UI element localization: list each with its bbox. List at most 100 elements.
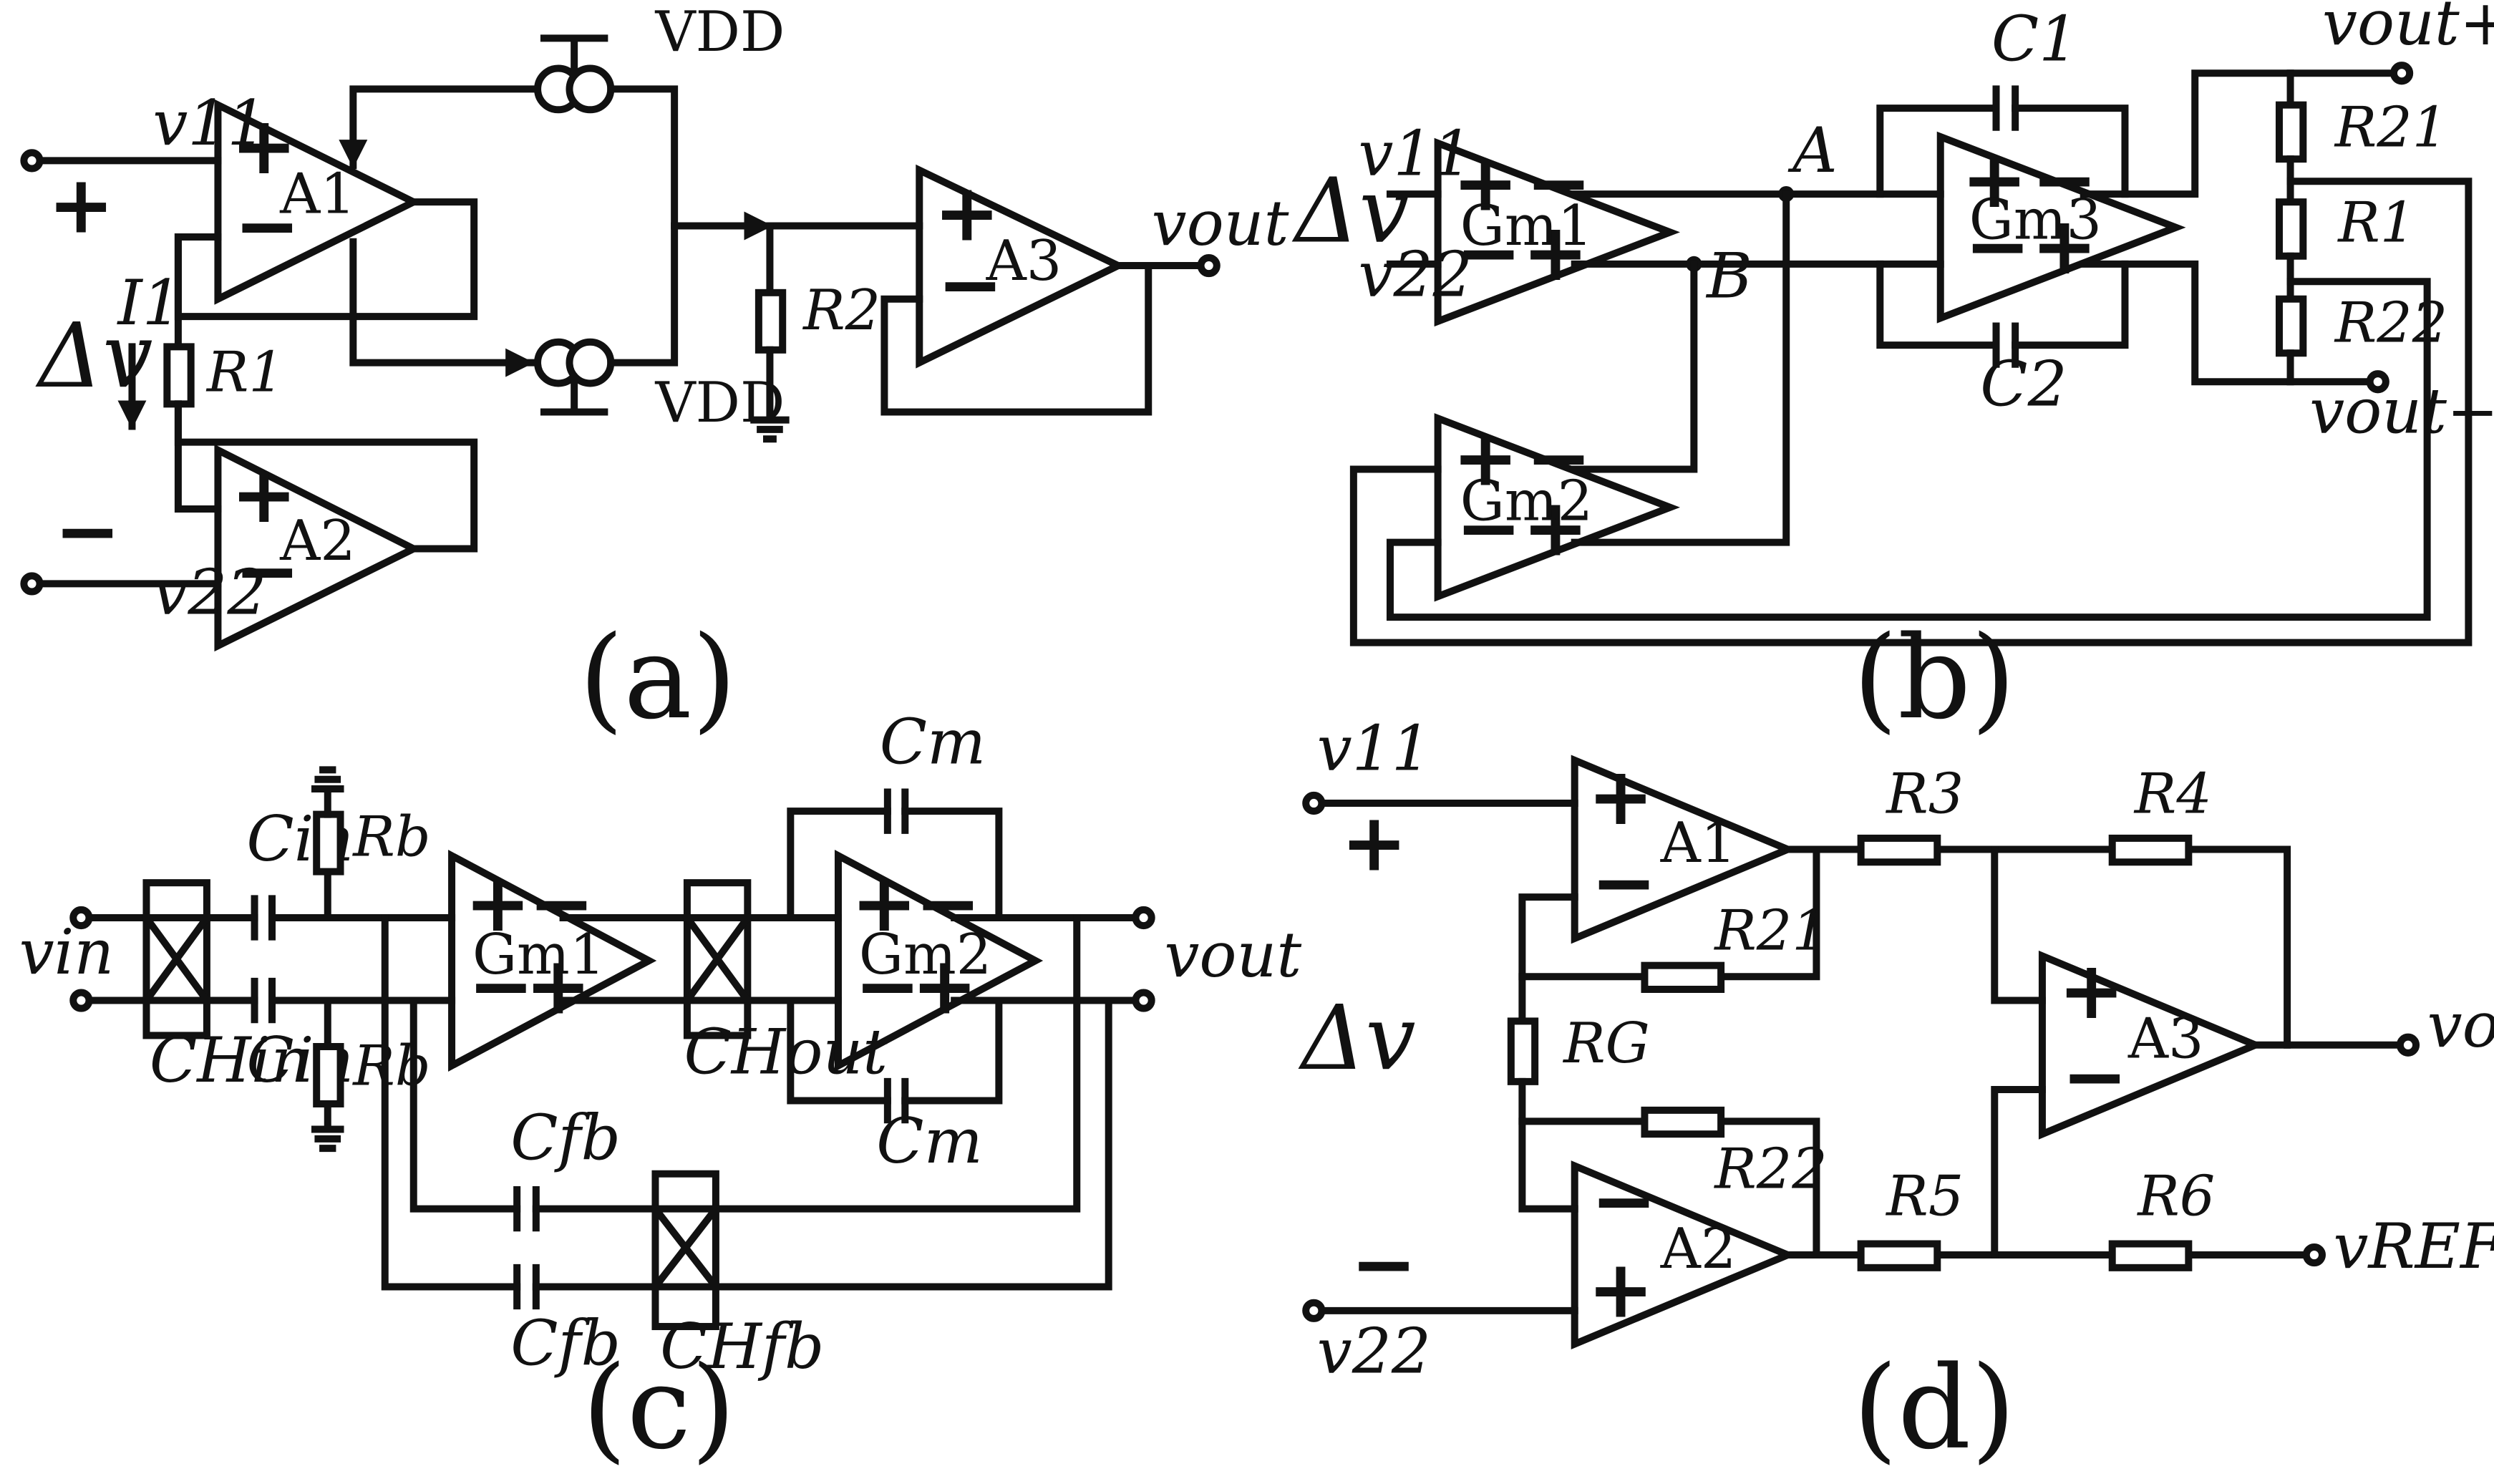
c1-label: C1 [1991, 4, 2078, 75]
vin-label: vin [19, 917, 114, 989]
output-terminal-vout-top [1132, 906, 1155, 930]
v22-label-d: v22 [1317, 1316, 1431, 1387]
vout-label: vout [1152, 188, 1289, 260]
a2-label: A2 [279, 509, 356, 573]
r21-label: R21 [2334, 95, 2447, 160]
r1-label-b: R1 [2337, 191, 2415, 256]
opamp-a1 [214, 99, 422, 305]
gm1c-minus-bottom: − [467, 940, 534, 1032]
gm2-amplifier-c [834, 850, 1044, 1072]
resistor-r21 [2275, 101, 2307, 163]
gm1-minus-top: − [1525, 137, 1592, 229]
vdd-top-label: VDD [654, 0, 785, 64]
gm1-label: Gm1 [1460, 194, 1593, 258]
rb-top-label: Rb [351, 805, 430, 869]
plus-label: + [48, 159, 115, 251]
gm2-label: Gm2 [1460, 470, 1593, 534]
a1d-minus-sign: − [1591, 837, 1657, 929]
gm1c-plus-bottom: + [525, 940, 591, 1032]
resistor-r1-b [2275, 198, 2307, 260]
gm1-plus-bottom: + [1522, 207, 1588, 299]
output-terminal-vout-plus [2389, 62, 2414, 85]
opamp-a3 [916, 164, 1127, 369]
v22-label-b: v22 [1359, 239, 1472, 311]
node-a-label: A [1787, 115, 1838, 187]
caption-b: (b) [1853, 611, 2016, 745]
gm3-plus-top: + [1961, 134, 2028, 226]
panel-d: + − A1 − + A2 + − A3 v11 + v22 − Δv RG R… [1298, 713, 2494, 1475]
a2-plus-sign: + [231, 449, 297, 541]
r3-label: R3 [1885, 762, 1964, 826]
a3-label-d: A3 [2127, 1007, 2204, 1072]
a1-label: A1 [279, 163, 356, 227]
a3d-minus-sign: − [2062, 1031, 2128, 1123]
gm2c-plus-bottom: + [911, 940, 978, 1032]
gm3-plus-bottom: + [2031, 200, 2097, 293]
a2d-plus-sign: + [1587, 1244, 1654, 1337]
a3-label: A3 [986, 229, 1062, 294]
vref-label: vREF [2334, 1211, 2494, 1283]
gm3-minus-top: − [2031, 134, 2097, 226]
chout-label: CHout [684, 1017, 888, 1089]
cfb-top-label: Cfb [510, 1103, 621, 1175]
caption-d: (d) [1853, 1342, 2016, 1475]
a3-plus-sign: + [933, 168, 1000, 260]
chopper-chout [683, 879, 752, 1039]
a1-minus-sign: − [234, 180, 301, 272]
delta-v-label-b: Δv [1291, 160, 1409, 263]
r5-label: R5 [1885, 1165, 1964, 1229]
minus-label-d: − [1350, 1218, 1417, 1311]
gm3-amplifier [1936, 131, 2186, 324]
gm2-plus-top: + [1452, 412, 1519, 505]
resistor-rb-bottom [313, 1042, 344, 1107]
a1d-plus-sign: + [1587, 751, 1654, 843]
gm2c-plus-top: + [851, 858, 918, 950]
v11-label: v11 [152, 88, 266, 160]
resistor-r22 [2275, 295, 2307, 357]
gm2c-minus-bottom: − [854, 940, 921, 1032]
gm2-amplifier [1434, 413, 1680, 602]
caption-a: (a) [579, 611, 737, 745]
resistor-r4 [2108, 834, 2193, 866]
r22-label-d: R22 [1713, 1138, 1827, 1202]
cm-bottom-label: Cm [876, 1106, 982, 1178]
node-b-label: B [1705, 241, 1752, 312]
resistor-rb-top [313, 810, 344, 876]
panel-b: + − − + Gm1 + − − + Gm2 + − − + Gm3 v11 … [1291, 0, 2494, 745]
v22-label: v22 [152, 558, 266, 629]
a1-label-d: A1 [1660, 811, 1737, 876]
vout-label-c: vout [1164, 920, 1301, 991]
gm2c-minus-top: − [915, 858, 981, 950]
vout-minus-label: vout− [2309, 376, 2494, 447]
gm2-plus-bottom: + [1522, 482, 1588, 574]
v11-label-b: v11 [1359, 118, 1472, 190]
output-terminal-vout-d [2396, 1033, 2420, 1057]
r1-label: R1 [205, 341, 284, 405]
panel-c: vin CHin Cin Cin Rb Rb + − − + Gm1 CHout [19, 707, 1302, 1474]
resistor-r1 [163, 343, 195, 408]
a3-minus-sign: − [937, 238, 1004, 331]
output-terminal-vout-bottom [1132, 989, 1155, 1012]
opamp-a3-d [2038, 950, 2265, 1140]
gm1-label-c: Gm1 [472, 923, 605, 987]
minus-label: − [54, 485, 121, 578]
resistor-r22-d [1641, 1106, 1725, 1138]
panel-a: + − A1 + − A2 + − A3 v11 + v22 − Δv R1 I… [20, 0, 1289, 745]
chfb-label: CHfb [660, 1311, 824, 1383]
a3d-plus-sign: + [2058, 945, 2125, 1037]
gm1-amplifier [1434, 137, 1680, 327]
resistor-r2 [754, 288, 787, 354]
r4-label: R4 [2133, 762, 2212, 826]
r2-label: R2 [802, 278, 880, 343]
plus-label-d: + [1341, 797, 1407, 889]
opamp-a2 [214, 444, 422, 652]
a2d-minus-sign: − [1591, 1155, 1657, 1247]
gm1c-plus-top: + [465, 858, 531, 950]
delta-v-label-d: Δv [1298, 987, 1416, 1090]
gm1-amplifier-c [448, 850, 657, 1072]
caption-c: (c) [582, 1342, 735, 1475]
output-terminal-vout-minus [2366, 370, 2389, 394]
r6-label: R6 [2136, 1165, 2215, 1229]
c2-label: C2 [1980, 349, 2067, 421]
